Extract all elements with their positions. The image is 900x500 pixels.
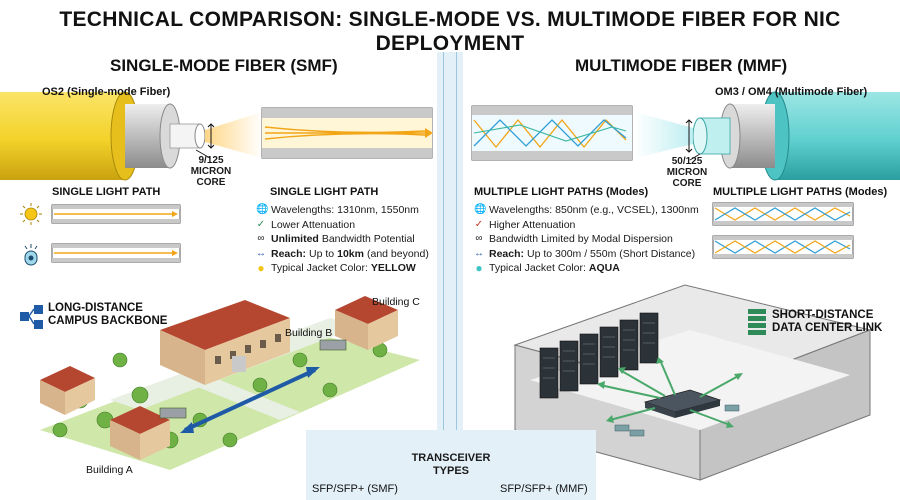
building-c — [335, 296, 398, 350]
sfp-mmf-label: SFP/SFP+ (MMF) — [500, 483, 588, 495]
sun-icon — [20, 203, 42, 225]
smf-feature-list: 🌐Wavelengths: 1310nm, 1550nm ✓Lower Atte… — [256, 203, 429, 276]
globe-icon: 🌐 — [256, 204, 269, 215]
smf-cable-label: OS2 (Single-mode Fiber) — [42, 86, 171, 98]
main-hall-building — [160, 300, 290, 385]
smf-feature-attenuation: ✓Lower Attenuation — [256, 218, 356, 231]
smf-feature-wavelengths: 🌐Wavelengths: 1310nm, 1550nm — [256, 204, 419, 216]
smf-zoom-fiber — [261, 107, 433, 159]
mmf-path-label-left: MULTIPLE LIGHT PATHS (Modes) — [474, 186, 649, 198]
mmf-cable — [635, 91, 900, 181]
building-a — [110, 406, 170, 460]
page-title: TECHNICAL COMPARISON: SINGLE-MODE VS. MU… — [59, 8, 841, 55]
color-swatch-icon: ● — [475, 261, 483, 275]
mmf-feature-reach: ↔Reach:Up to 300m / 550m (Short Distance… — [474, 247, 696, 260]
infinity-icon: ∞ — [257, 233, 265, 244]
smf-cable — [0, 91, 262, 181]
mmf-feature-bandwidth: ∞Bandwidth Limited by Modal Dispersion — [475, 233, 673, 245]
mmf-feature-list: 🌐Wavelengths: 850nm (e.g., VCSEL), 1300n… — [474, 203, 699, 276]
check-icon: ✓ — [256, 218, 266, 230]
mmf-feature-attenuation: ✓Higher Attenuation — [474, 218, 576, 231]
led-icon — [24, 244, 38, 266]
smf-feature-heading: SINGLE LIGHT PATH — [270, 186, 379, 198]
smf-feature-jacket: ●Typical Jacket Color:YELLOW — [257, 261, 416, 275]
mmf-path-bar-1 — [712, 202, 854, 226]
server-racks — [539, 312, 659, 399]
mmf-zoom-fiber — [471, 105, 633, 161]
transceiver-panel — [306, 430, 596, 500]
color-swatch-icon: ● — [257, 261, 265, 275]
smf-path-bar-1 — [51, 204, 181, 224]
mmf-feature-jacket: ●Typical Jacket Color:AQUA — [475, 261, 620, 275]
globe-icon: 🌐 — [474, 204, 487, 215]
building-b-label: Building B — [285, 327, 333, 339]
mmf-path-label-right: MULTIPLE LIGHT PATHS (Modes) — [713, 186, 888, 198]
double-arrow-icon: ↔ — [474, 247, 484, 259]
server-rack-icon — [748, 309, 766, 335]
sfp-smf-label: SFP/SFP+ (SMF) — [312, 483, 398, 495]
mmf-path-bar-2 — [712, 235, 854, 259]
building-a2 — [40, 366, 95, 415]
check-icon: ✓ — [474, 218, 484, 230]
smf-heading: SINGLE-MODE FIBER (SMF) — [110, 56, 338, 75]
infinity-icon: ∞ — [475, 233, 483, 244]
building-a-label: Building A — [86, 464, 133, 476]
smf-path-bar-2 — [51, 243, 181, 263]
double-arrow-icon: ↔ — [256, 247, 266, 259]
center-divider — [437, 52, 463, 500]
datacenter-room — [513, 284, 872, 481]
mmf-heading: MULTIMODE FIBER (MMF) — [575, 56, 788, 75]
building-c-label: Building C — [372, 296, 420, 308]
mmf-cable-label: OM3 / OM4 (Multimode Fiber) — [715, 86, 868, 98]
campus-scene — [40, 296, 420, 470]
mmf-feature-wavelengths: 🌐Wavelengths: 850nm (e.g., VCSEL), 1300n… — [474, 204, 699, 216]
network-icon — [20, 305, 43, 329]
smf-left-path-label: SINGLE LIGHT PATH — [52, 186, 161, 198]
